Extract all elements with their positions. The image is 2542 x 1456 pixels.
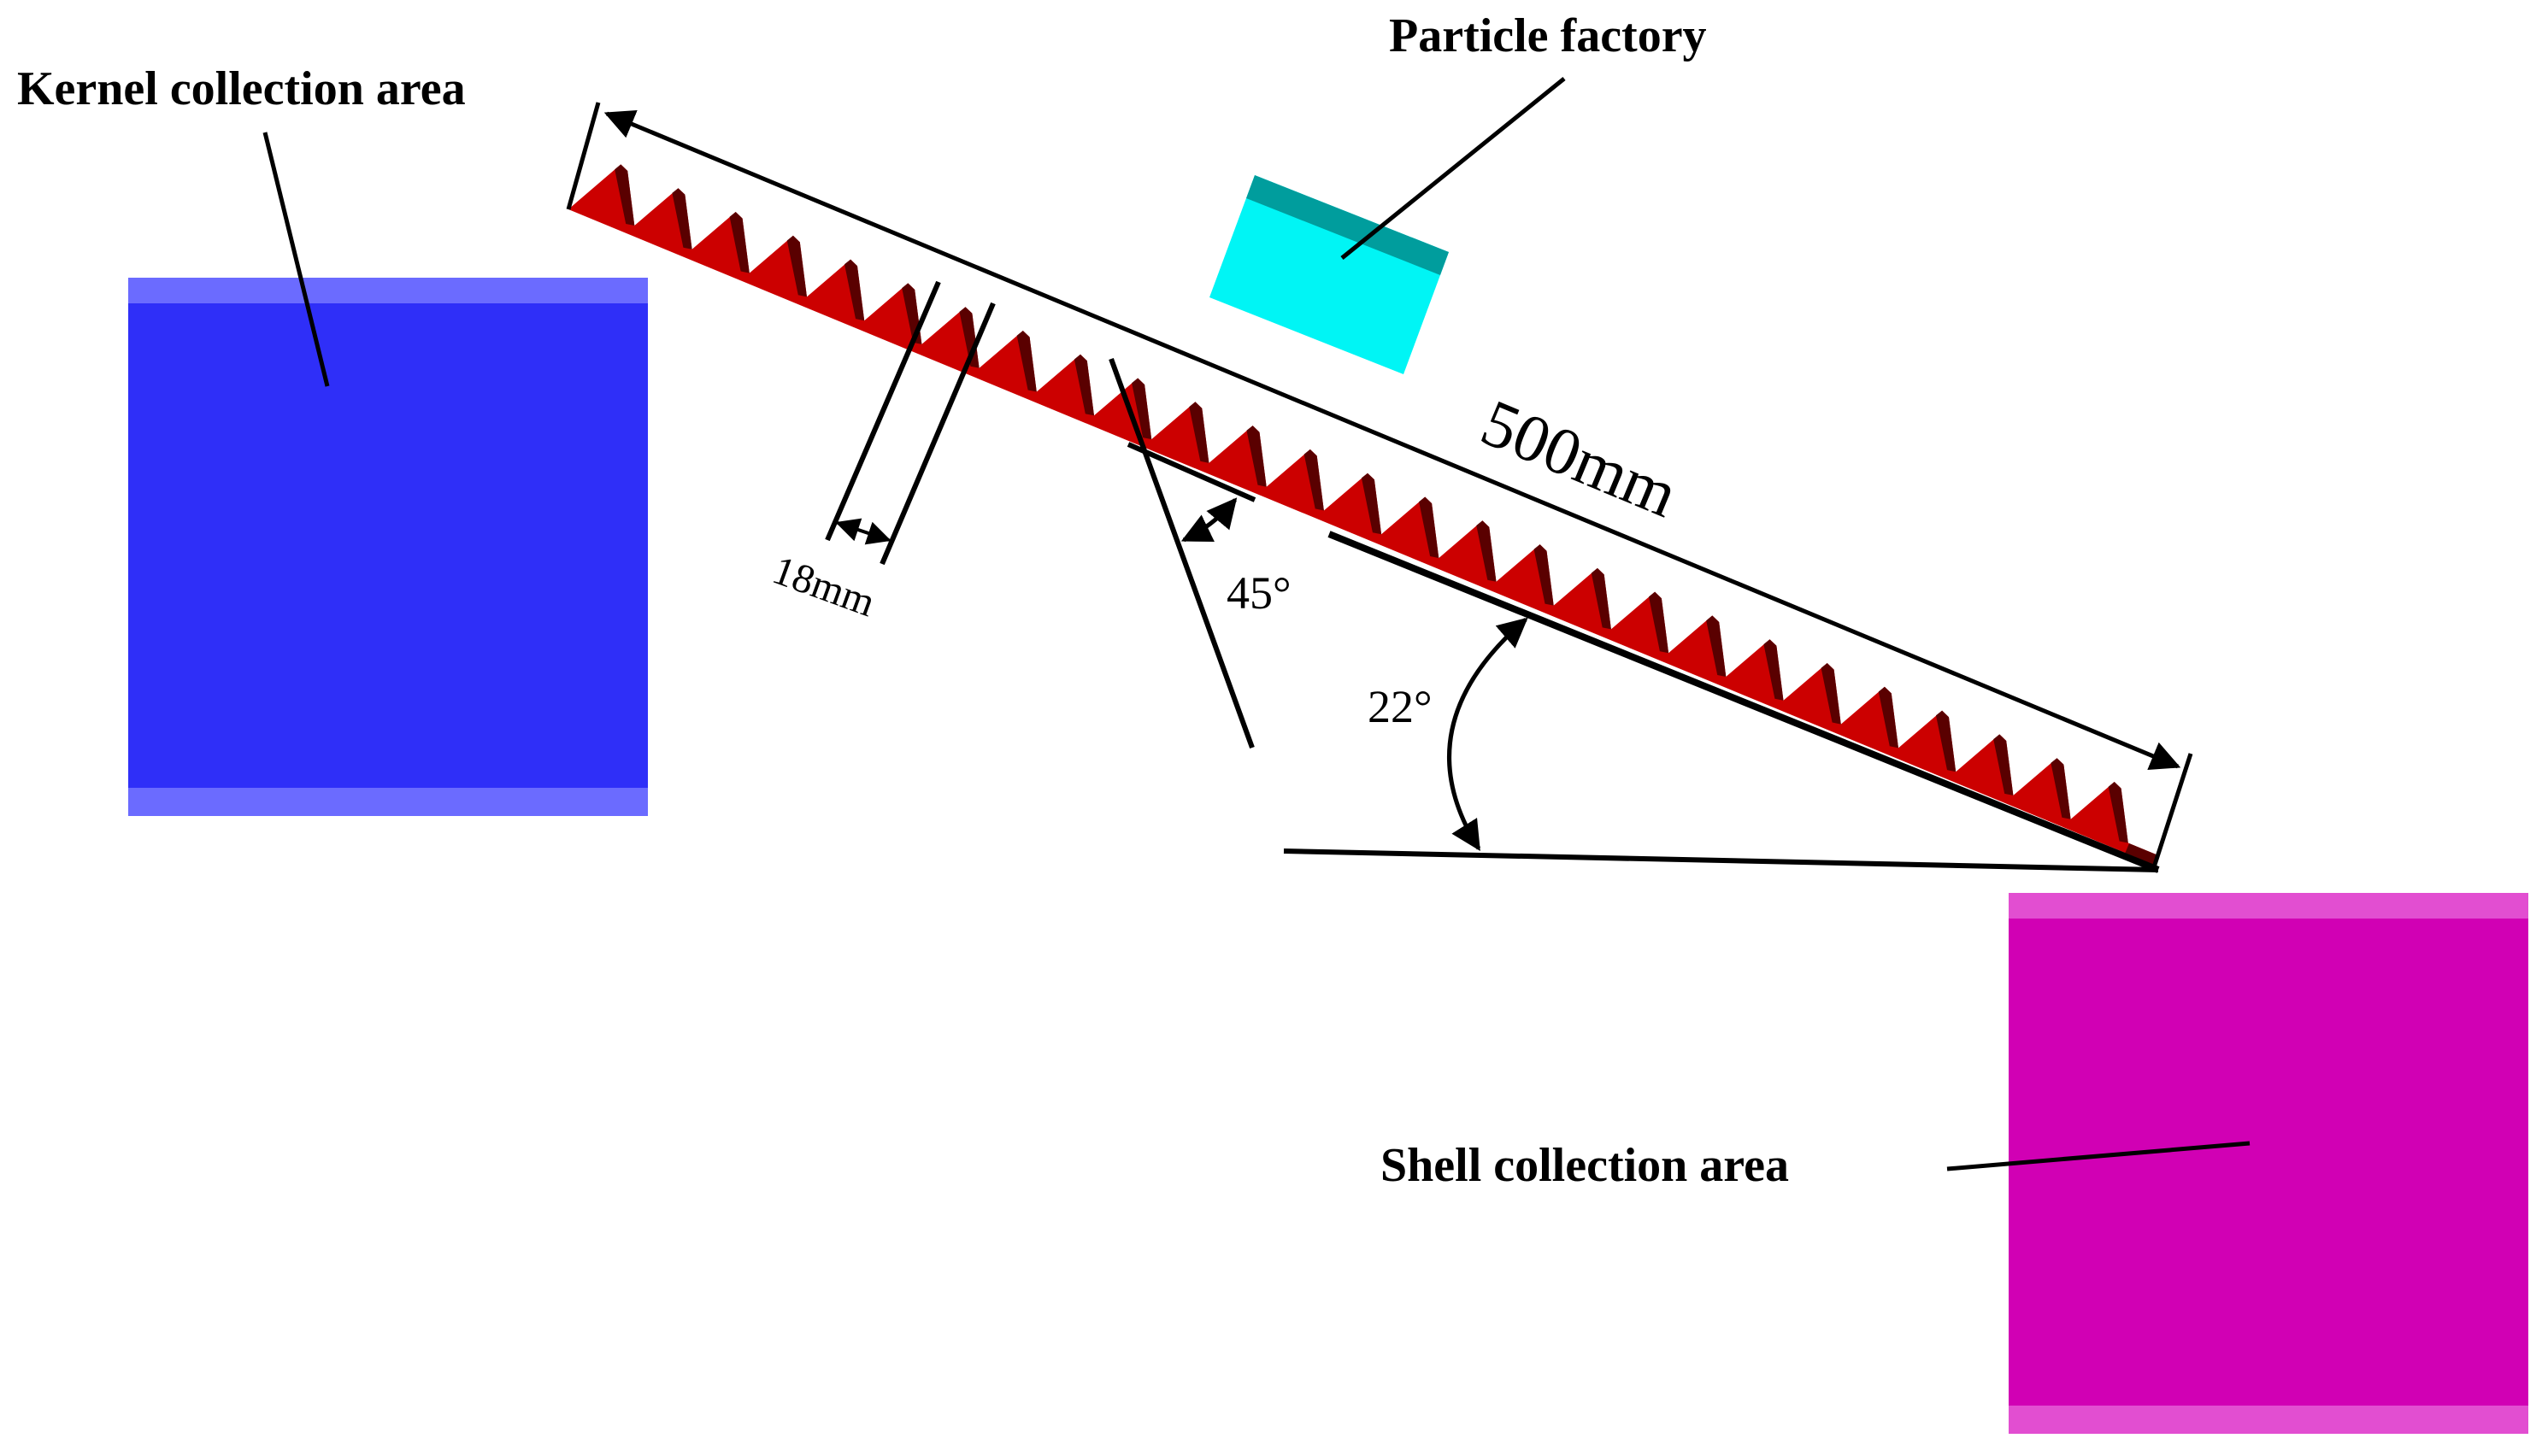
tooth-angle-base-line xyxy=(1127,442,1256,502)
length-dimension-arrow xyxy=(603,109,2181,771)
kernel-collection-box xyxy=(128,278,648,816)
horizontal-reference-line xyxy=(1283,848,2159,872)
shell-leader-line xyxy=(1946,1141,2251,1171)
shell-collection-box xyxy=(2009,893,2528,1434)
particle-factory-leader-line xyxy=(1340,77,1566,260)
kernel-box-bottom-face xyxy=(128,788,648,816)
pitch-label: 18mm xyxy=(767,547,880,625)
incline-angle-arc xyxy=(1447,617,1528,851)
screen-base-line xyxy=(1327,531,2160,873)
kernel-leader-line xyxy=(262,132,330,387)
tooth-angle-arc xyxy=(1180,497,1238,543)
length-extension-line-right xyxy=(2151,753,2193,868)
shell-box-bottom-face xyxy=(2009,1406,2528,1434)
tooth-angle-reference-line xyxy=(1109,357,1255,749)
kernel-box-top-face xyxy=(128,278,648,303)
shell-box-top-face xyxy=(2009,893,2528,919)
pitch-extension-line-left xyxy=(825,280,941,542)
kernel-collection-area-label: Kernel collection area xyxy=(17,62,466,115)
length-extension-line-left xyxy=(566,102,601,210)
particle-factory-label: Particle factory xyxy=(1389,9,1707,62)
length-label: 500mm xyxy=(1472,385,1688,531)
shell-box-body xyxy=(2009,893,2528,1434)
particle-factory-block xyxy=(1209,175,1449,374)
kernel-box-body xyxy=(128,278,648,816)
pitch-extension-line-right xyxy=(880,302,996,566)
tooth-angle-label: 45° xyxy=(1227,567,1292,619)
pitch-dimension-arrow xyxy=(835,518,891,545)
shell-collection-area-label: Shell collection area xyxy=(1380,1139,1789,1192)
incline-angle-label: 22° xyxy=(1368,681,1433,732)
